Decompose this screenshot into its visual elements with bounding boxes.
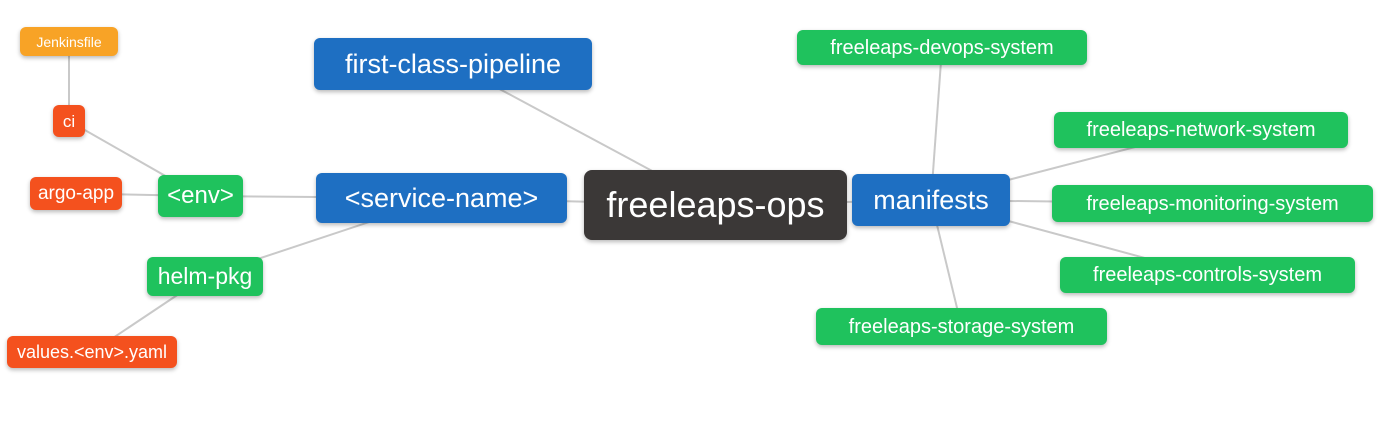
- node-label: freeleaps-storage-system: [848, 315, 1075, 338]
- node-label: helm-pkg: [157, 263, 253, 289]
- node-label: freeleaps-devops-system: [830, 36, 1054, 59]
- node-label: manifests: [873, 184, 989, 215]
- node-label: Jenkinsfile: [36, 33, 102, 50]
- node-manifests[interactable]: manifests: [852, 174, 1010, 226]
- node-label: ci: [62, 111, 76, 131]
- node-freeleaps-monitoring-system[interactable]: freeleaps-monitoring-system: [1052, 185, 1373, 222]
- node-freeleaps-network-system[interactable]: freeleaps-network-system: [1054, 112, 1348, 148]
- node-label: freeleaps-ops: [606, 184, 825, 225]
- node-argo-app[interactable]: argo-app: [30, 177, 122, 210]
- node-freeleaps-storage-system[interactable]: freeleaps-storage-system: [816, 308, 1107, 345]
- node-freeleaps-devops-system[interactable]: freeleaps-devops-system: [797, 30, 1087, 65]
- node-values-env-yaml[interactable]: values.<env>.yaml: [7, 336, 177, 368]
- node-env[interactable]: <env>: [158, 175, 243, 217]
- node-first-class-pipeline[interactable]: first-class-pipeline: [314, 38, 592, 90]
- node-label: <env>: [167, 182, 234, 209]
- node-label: argo-app: [37, 183, 115, 204]
- node-label: first-class-pipeline: [344, 48, 562, 79]
- node-label: freeleaps-network-system: [1086, 119, 1316, 141]
- node-label: freeleaps-monitoring-system: [1086, 192, 1339, 215]
- node-label: <service-name>: [344, 182, 539, 213]
- node-jenkinsfile[interactable]: Jenkinsfile: [20, 27, 118, 56]
- node-freeleaps-controls-system[interactable]: freeleaps-controls-system: [1060, 257, 1355, 293]
- node-ci[interactable]: ci: [53, 105, 85, 137]
- node-helm-pkg[interactable]: helm-pkg: [147, 257, 263, 296]
- node-service-name[interactable]: <service-name>: [316, 173, 567, 223]
- node-label: freeleaps-controls-system: [1093, 264, 1322, 286]
- node-label: values.<env>.yaml: [16, 342, 168, 362]
- node-freeleaps-ops[interactable]: freeleaps-ops: [584, 170, 847, 240]
